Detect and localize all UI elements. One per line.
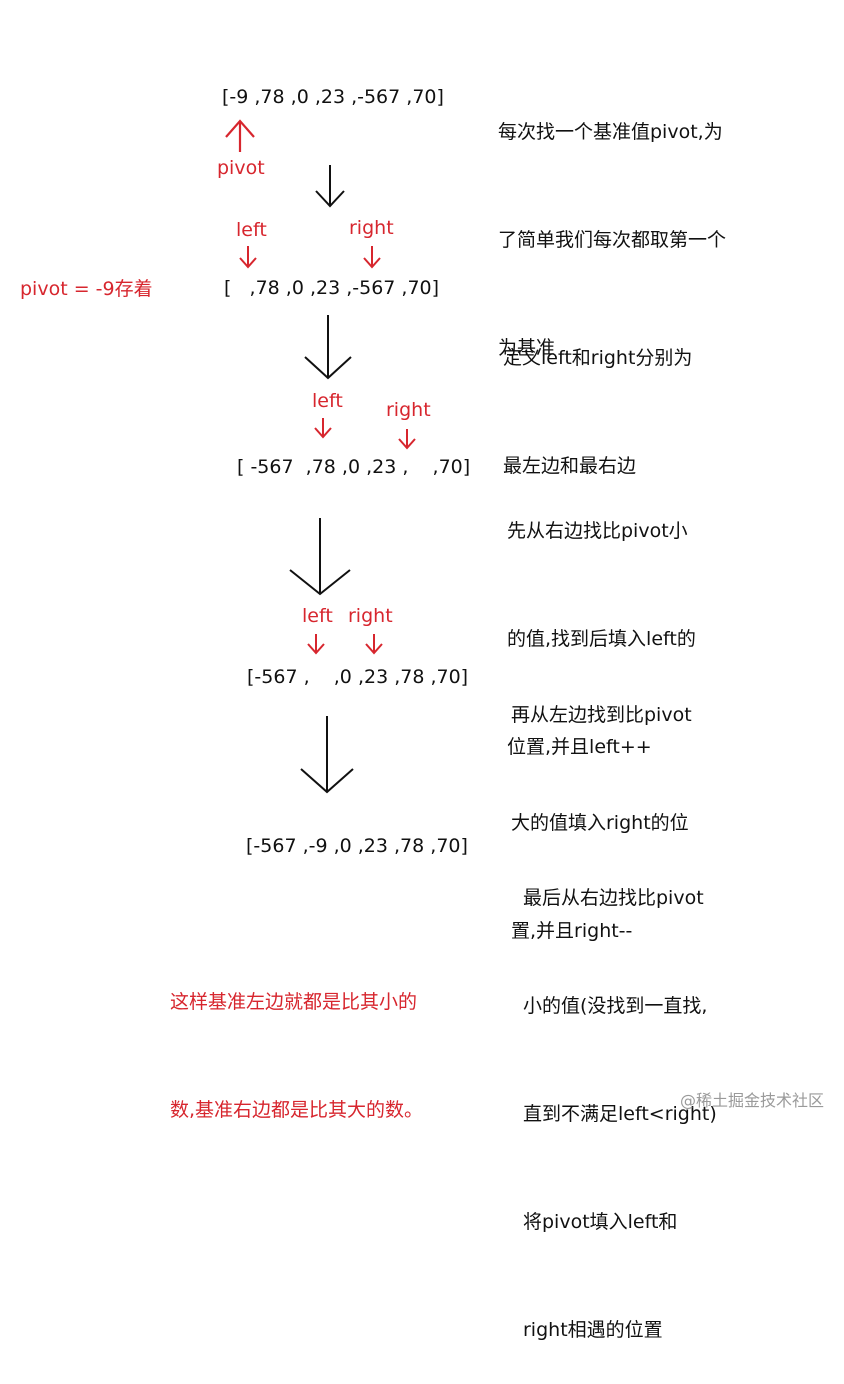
- step-4-array: [-567 , ,0 ,23 ,78 ,70]: [247, 666, 469, 688]
- note-line: 最左边和最右边: [503, 455, 637, 477]
- note-line: 每次找一个基准值pivot,为: [498, 121, 723, 143]
- right-pointer-arrow-icon: [365, 634, 383, 655]
- note-line: 再从左边找到比pivot: [511, 704, 692, 726]
- note-line: 将pivot填入left和: [523, 1211, 678, 1233]
- watermark: @稀土掘金技术社区: [680, 1091, 825, 1110]
- note-line: 定义left和right分别为: [503, 347, 693, 369]
- left-label: left: [302, 605, 333, 627]
- note-line: 置,并且right--: [511, 920, 633, 942]
- flow-arrow-1-icon: [315, 165, 345, 208]
- note-line: 最后从右边找比pivot: [523, 887, 704, 909]
- note-line: 这样基准左边就都是比其小的: [170, 991, 418, 1013]
- flow-arrow-4-icon: [300, 716, 354, 794]
- right-label: right: [348, 605, 393, 627]
- note-line: 位置,并且left++: [507, 736, 652, 758]
- right-label: right: [349, 217, 394, 239]
- note-line: 先从右边找比pivot小: [507, 520, 688, 542]
- flow-arrow-3-icon: [289, 518, 351, 596]
- step-5-array: [-567 ,-9 ,0 ,23 ,78 ,70]: [246, 835, 468, 857]
- arrows-layer: [225, 119, 416, 794]
- step-4-note: 再从左边找到比pivot 大的值填入right的位 置,并且right--: [511, 625, 692, 985]
- left-label: left: [312, 390, 343, 412]
- step-2-array: [ ,78 ,0 ,23 ,-567 ,70]: [224, 277, 440, 299]
- step-2-note: 定义left和right分别为 最左边和最右边: [503, 268, 692, 520]
- right-pointer-arrow-icon: [363, 246, 381, 269]
- note-line: 的值,找到后填入left的: [507, 628, 696, 650]
- right-pointer-arrow-icon: [398, 429, 416, 450]
- step-1-array: [-9 ,78 ,0 ,23 ,-567 ,70]: [222, 86, 444, 108]
- conclusion-note: 这样基准左边就都是比其小的 数,基准右边都是比其大的数。: [170, 912, 423, 1164]
- left-pointer-arrow-icon: [307, 634, 325, 655]
- left-pointer-arrow-icon: [239, 246, 257, 269]
- flow-arrow-2-icon: [304, 315, 352, 380]
- step-1-note: 每次找一个基准值pivot,为 了简单我们每次都取第一个 为基准: [498, 42, 726, 402]
- note-line: 为基准: [498, 337, 556, 359]
- quicksort-diagram: { "steps": [ { "array": "[-9 ,78 ,0 ,23 …: [20, 42, 825, 1341]
- pivot-up-arrow-icon: [225, 119, 255, 152]
- note-line: 大的值填入right的位: [511, 812, 689, 834]
- note-line: 数,基准右边都是比其大的数。: [170, 1099, 424, 1121]
- pivot-stored-note: pivot = -9存着: [20, 278, 153, 300]
- left-pointer-arrow-icon: [314, 418, 332, 439]
- left-label: left: [236, 219, 267, 241]
- note-line: 了简单我们每次都取第一个: [498, 229, 727, 251]
- step-3-array: [ -567 ,78 ,0 ,23 , ,70]: [237, 456, 471, 478]
- note-line: 小的值(没找到一直找,: [523, 995, 708, 1017]
- note-line: right相遇的位置: [523, 1319, 663, 1341]
- pivot-label: pivot: [217, 157, 265, 179]
- right-label: right: [386, 399, 431, 421]
- step-3-note: 先从右边找比pivot小 的值,找到后填入left的 位置,并且left++: [507, 441, 696, 801]
